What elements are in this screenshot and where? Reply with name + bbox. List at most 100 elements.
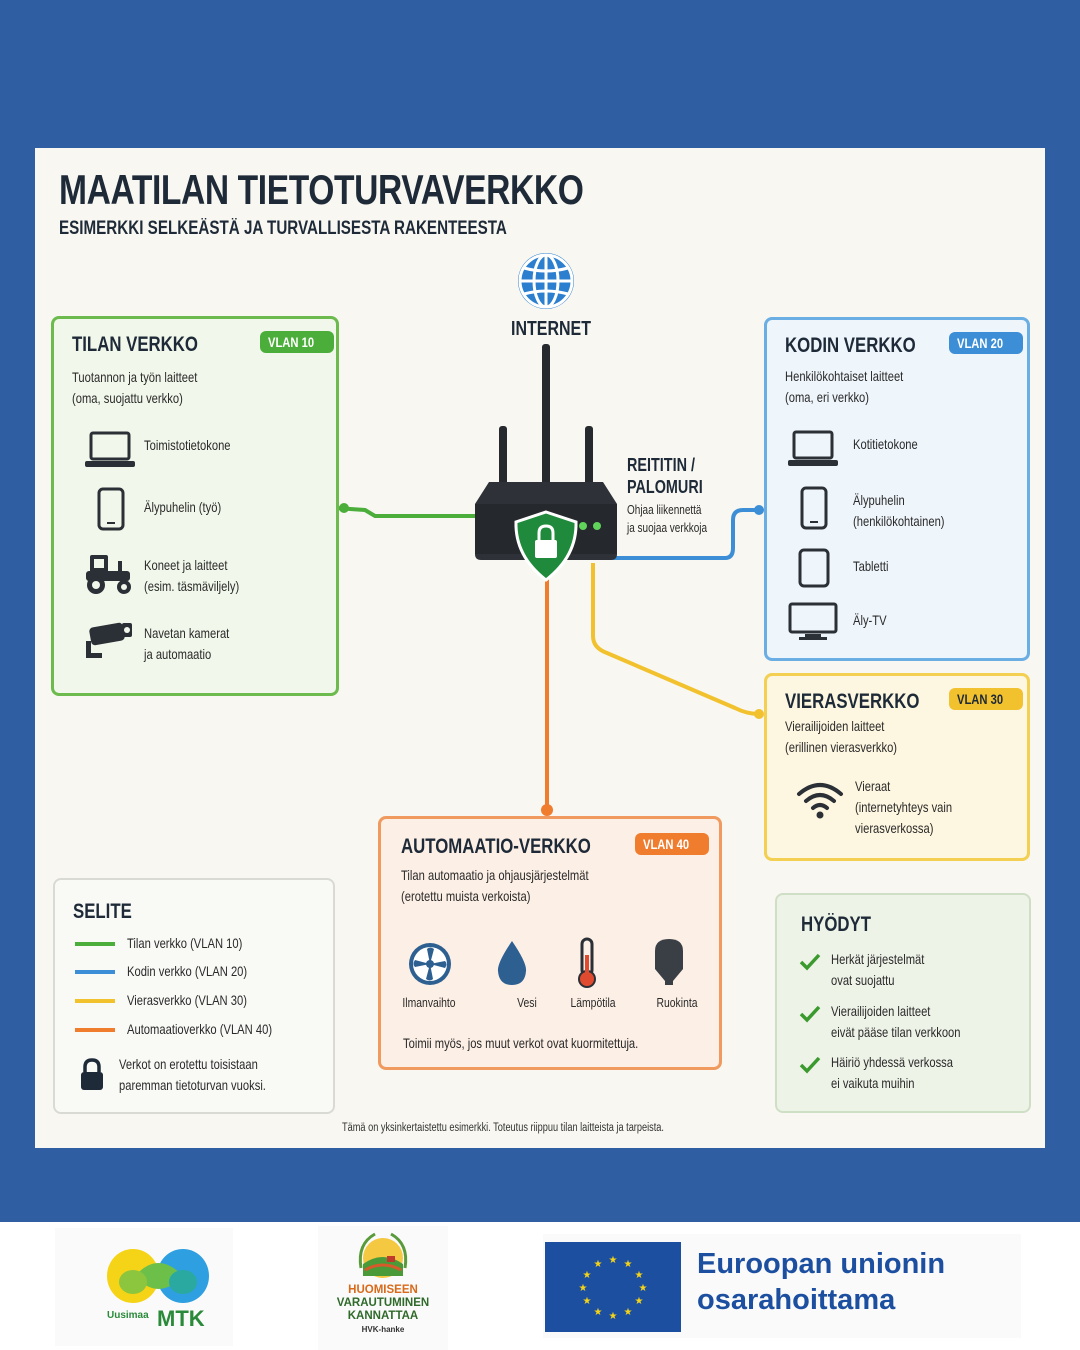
- guest-network-desc: Vierailijoiden laitteet (erillinen viera…: [785, 716, 897, 758]
- home-item-phone: Älypuhelin (henkilökohtainen): [853, 492, 945, 529]
- legend-yellow-line: [75, 999, 115, 1003]
- legend-orange-line: [75, 1028, 115, 1032]
- router-desc-line2: ja suojaa verkkoja: [627, 521, 708, 535]
- svg-text:★: ★: [635, 1270, 644, 1281]
- automation-network-box: AUTOMAATIO-VERKKO VLAN 40 Tilan automaat…: [378, 816, 722, 1070]
- legend-item-automation: Automaatioverkko (VLAN 40): [127, 1021, 273, 1037]
- mtk-big-text: MTK: [157, 1306, 205, 1331]
- tablet-icon: [798, 548, 830, 588]
- benefit-item-2: Vierailijoiden laitteet eivät pääse tila…: [831, 1003, 961, 1040]
- thermometer-icon: [578, 937, 596, 988]
- checkmark-icon: [799, 1056, 821, 1074]
- legend-item-farm: Tilan verkko (VLAN 10): [127, 935, 243, 951]
- laptop-icon: [788, 430, 838, 466]
- yellow-connection-line: [591, 563, 760, 716]
- device-ventilation: Ilmanvaihto: [402, 995, 456, 1010]
- router-description: Ohjaa liikennettä ja suojaa verkkoja: [627, 501, 707, 537]
- fan-icon: [409, 943, 451, 985]
- checkmark-icon: [799, 953, 821, 971]
- orange-connection-dot: [541, 804, 553, 816]
- svg-text:★: ★: [635, 1296, 644, 1307]
- footnote: Tämä on yksinkertaistettu esimerkki. Tot…: [342, 1122, 664, 1134]
- eu-flag-icon: ★★★★ ★★★★ ★★★★: [545, 1242, 681, 1332]
- automation-network-desc: Tilan automaatio ja ohjausjärjestelmät (…: [401, 865, 589, 907]
- tv-icon: [788, 602, 838, 640]
- legend-title: SELITE: [73, 900, 132, 923]
- eu-funding-logo: ★★★★ ★★★★ ★★★★ Euroopan unionin osarahoi…: [543, 1234, 1021, 1338]
- farm-item-work-phone: Älypuhelin (työ): [144, 499, 222, 515]
- home-desc-line1: Henkilökohtaiset laitteet: [785, 368, 904, 384]
- svg-text:★: ★: [594, 1307, 603, 1318]
- farm-item-machines: Koneet ja laitteet (esim. täsmäviljely): [144, 557, 240, 594]
- farm-desc-line1: Tuotannon ja työn laitteet: [72, 369, 198, 385]
- camera-icon: [86, 622, 132, 658]
- hvk-text: HUOMISEEN VARAUTUMINEN KANNATTAA HVK-han…: [336, 1284, 430, 1334]
- home-vlan-badge: VLAN 20: [949, 332, 1023, 354]
- farm-item-cameras: Navetan kamerat ja automaatio: [144, 625, 230, 662]
- page-title: MAATILAN TIETOTURVAVERKKO: [59, 166, 584, 213]
- automation-desc-line2: (erotettu muista verkoista): [401, 888, 531, 904]
- eu-funding-text: Euroopan unionin osarahoittama: [697, 1248, 946, 1316]
- mtk-logo: Uusimaa MTK: [55, 1228, 233, 1346]
- laptop-icon: [85, 431, 135, 467]
- svg-text:★: ★: [624, 1307, 633, 1318]
- router-desc-line1: Ohjaa liikennettä: [627, 503, 702, 517]
- legend-green-line: [75, 942, 115, 946]
- farm-network-desc: Tuotannon ja työn laitteet (oma, suojatt…: [72, 367, 197, 409]
- svg-text:★: ★: [609, 1311, 618, 1322]
- automation-network-title: AUTOMAATIO-VERKKO: [401, 835, 591, 858]
- guest-network-box: VIERASVERKKO VLAN 30 Vierailijoiden lait…: [764, 673, 1030, 861]
- smartphone-icon: [800, 486, 828, 530]
- blue-connection-line: [605, 508, 760, 560]
- automation-desc-line1: Tilan automaatio ja ohjausjärjestelmät: [401, 867, 589, 883]
- hvk-logo: HUOMISEEN VARAUTUMINEN KANNATTAA HVK-han…: [318, 1226, 448, 1350]
- router-label-line1: REITITIN /: [627, 455, 695, 475]
- mtk-logo-mark: [107, 1249, 209, 1303]
- connection-lines: [334, 503, 764, 816]
- device-water: Vesi: [517, 995, 537, 1010]
- legend-blue-line: [75, 970, 115, 974]
- home-network-title: KODIN VERKKO: [785, 334, 916, 357]
- farm-network-box: TILAN VERKKO VLAN 10 Tuotannon ja työn l…: [51, 316, 339, 696]
- svg-text:★: ★: [583, 1296, 592, 1307]
- hvk-emblem: [358, 1232, 408, 1278]
- home-desc-line2: (oma, eri verkko): [785, 389, 870, 405]
- svg-text:★: ★: [639, 1283, 648, 1294]
- legend-item-guest: Vierasverkko (VLAN 30): [127, 992, 247, 1008]
- farm-desc-line2: (oma, suojattu verkko): [72, 390, 183, 406]
- legend-note: Verkot on erotettu toisistaan paremman t…: [119, 1056, 266, 1093]
- smartphone-icon: [97, 487, 125, 531]
- tractor-icon: [86, 555, 131, 594]
- yellow-connection-dot: [754, 709, 764, 719]
- benefits-box: HYÖDYT Herkät järjestelmät ovat suojattu…: [775, 893, 1031, 1113]
- benefit-item-3: Häiriö yhdessä verkossa ei vaikuta muihi…: [831, 1054, 954, 1091]
- page-subtitle: ESIMERKKI SELKEÄSTÄ JA TURVALLISESTA RAK…: [59, 218, 507, 239]
- automation-note: Toimii myös, jos muut verkot ovat kuormi…: [403, 1035, 639, 1051]
- router-label-line2: PALOMURI: [627, 477, 703, 497]
- router-label: REITITIN / PALOMURI: [627, 454, 703, 498]
- router-icon: [475, 344, 617, 582]
- footer-bar: Uusimaa MTK HUOMISEEN VARAUTUMINEN KANNA…: [0, 1222, 1080, 1350]
- guest-desc-line2: (erillinen vierasverkko): [785, 739, 898, 755]
- farm-network-title: TILAN VERKKO: [72, 333, 198, 356]
- blue-connection-dot: [754, 505, 764, 515]
- svg-text:★: ★: [583, 1270, 592, 1281]
- guest-item: Vieraat (internetyhteys vain vierasverko…: [855, 778, 953, 836]
- home-network-desc: Henkilökohtaiset laitteet (oma, eri verk…: [785, 366, 903, 408]
- green-connection-dot: [339, 503, 349, 513]
- device-temperature: Lämpötila: [570, 995, 616, 1010]
- mtk-small-text: Uusimaa: [107, 1310, 149, 1321]
- farm-item-office-computer: Toimistotietokone: [144, 437, 231, 453]
- home-item-computer: Kotitietokone: [853, 436, 918, 452]
- home-item-smart-tv: Äly-TV: [853, 612, 887, 628]
- wifi-icon: [797, 783, 843, 819]
- svg-text:★: ★: [624, 1259, 633, 1270]
- feed-silo-icon: [655, 939, 683, 985]
- water-drop-icon: [497, 941, 527, 985]
- padlock-icon: [81, 1058, 103, 1090]
- home-network-box: KODIN VERKKO VLAN 20 Henkilökohtaiset la…: [764, 317, 1030, 661]
- guest-vlan-badge: VLAN 30: [949, 688, 1023, 710]
- automation-vlan-badge: VLAN 40: [635, 833, 709, 855]
- farm-vlan-badge: VLAN 10: [260, 331, 334, 353]
- svg-text:★: ★: [609, 1255, 618, 1266]
